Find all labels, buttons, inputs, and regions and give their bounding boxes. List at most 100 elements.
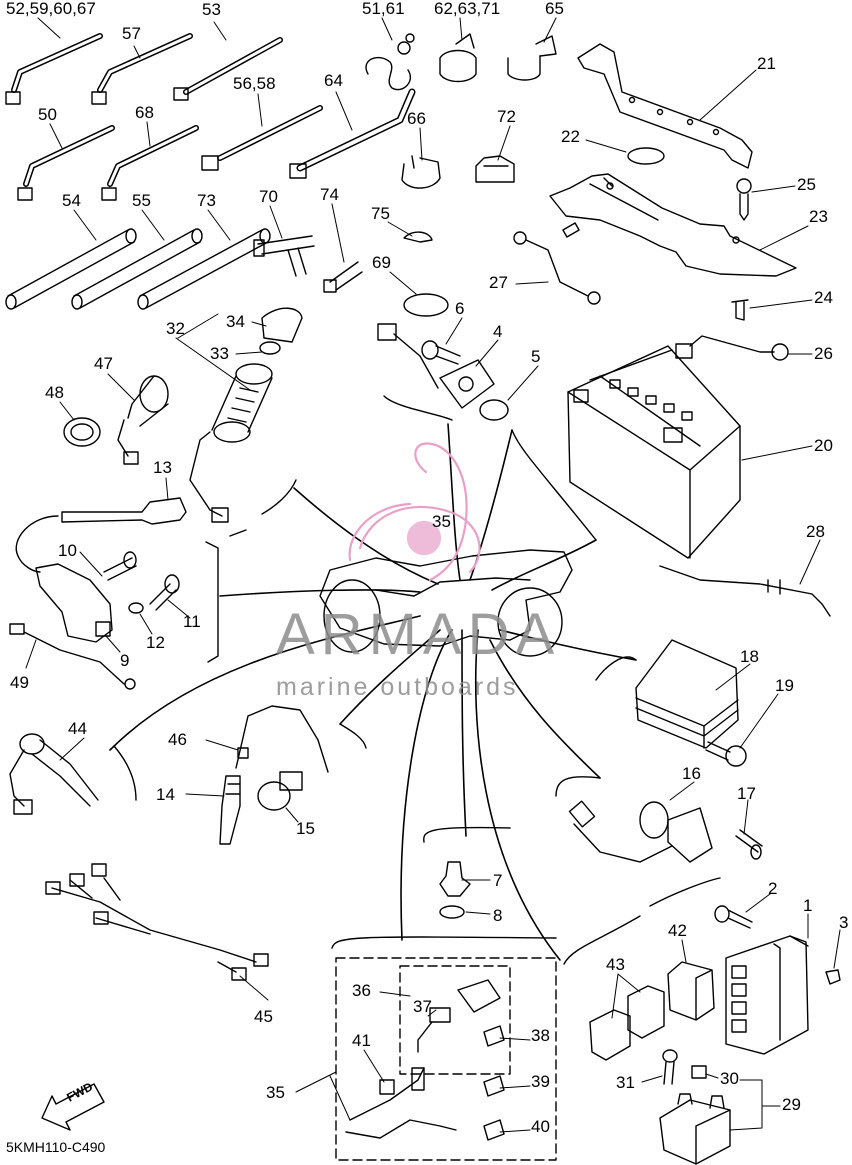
cable-tie-56 [201, 105, 323, 171]
harness-35 [345, 1067, 457, 1139]
part-label-26: 26 [814, 344, 833, 363]
part-label-6: 6 [455, 299, 465, 318]
t-joint-70 [253, 235, 315, 277]
part-label-17: 17 [737, 784, 756, 803]
lead-27 [513, 222, 601, 305]
part-label-11: 11 [183, 612, 201, 631]
part-label-48: 48 [45, 383, 64, 402]
part-label-40: 40 [531, 1117, 550, 1136]
clamp-51 [365, 33, 415, 91]
bolt-31 [662, 1049, 678, 1085]
part-label-9: 9 [120, 651, 130, 670]
part-label-1: 1 [803, 896, 813, 915]
cable-tie-52 [5, 33, 103, 105]
ring-33 [259, 341, 281, 355]
part-label-50: 50 [38, 105, 57, 124]
tube-55 [71, 228, 203, 310]
part-label-32: 32 [166, 319, 185, 338]
part-label-15: 15 [296, 819, 315, 838]
clamp-72 [475, 155, 515, 183]
part-label-16: 16 [682, 764, 701, 783]
part-label-21: 21 [757, 54, 776, 73]
joint-74 [323, 261, 363, 293]
part-label-35a: 35 [432, 512, 451, 531]
part-label-51-61: 51,61 [362, 0, 405, 18]
part-label-62-63-71: 62,63,71 [434, 0, 501, 18]
cable-tie-57 [91, 33, 193, 105]
switch-47 [117, 375, 169, 465]
cap-34 [261, 307, 303, 343]
cdi-unit-1 [725, 935, 809, 1055]
bracket-21 [577, 43, 753, 169]
o-ring-69 [403, 293, 449, 317]
clamp-66 [401, 155, 441, 189]
part-label-7: 7 [493, 871, 503, 890]
part-label-43: 43 [606, 955, 625, 974]
part-label-19: 19 [775, 676, 794, 695]
tube-54 [5, 228, 137, 310]
part-label-38: 38 [531, 1026, 550, 1045]
part-label-55: 55 [132, 191, 151, 210]
clamp-65 [507, 35, 557, 81]
coil-9 [35, 563, 113, 643]
cable-tie-64 [289, 88, 416, 179]
relay-43 [589, 985, 665, 1061]
relay-42 [667, 961, 715, 1021]
harness-45 [45, 863, 269, 981]
part-label-18: 18 [740, 647, 759, 666]
part-label-5: 5 [531, 347, 541, 366]
nut-3 [825, 969, 841, 985]
part-label-28: 28 [806, 522, 825, 541]
cable-tie-68 [101, 125, 199, 201]
diagram-code: 5KMH110-C490 [6, 1139, 106, 1155]
part-label-72: 72 [497, 107, 516, 126]
part-label-13: 13 [153, 458, 172, 477]
part-label-30: 30 [720, 1069, 739, 1088]
part-label-22: 22 [561, 127, 580, 146]
regulator-18 [635, 639, 739, 749]
screw-25 [736, 178, 752, 221]
part-label-42: 42 [668, 921, 687, 940]
part-label-33: 33 [210, 344, 229, 363]
cable-tie-50 [17, 125, 115, 201]
part-label-12: 12 [146, 633, 165, 652]
bolt-6 [421, 340, 461, 365]
part-label-54: 54 [62, 191, 81, 210]
switch-32 [189, 363, 273, 523]
part-label-3: 3 [839, 913, 849, 932]
vehicle-outline [319, 549, 573, 657]
battery-20 [567, 345, 741, 559]
clip-24 [731, 299, 749, 321]
part-label-49: 49 [10, 673, 29, 692]
sensor-15 [257, 771, 303, 811]
part-label-24: 24 [814, 288, 833, 307]
grommet-22 [627, 147, 665, 165]
part-label-73: 73 [197, 191, 216, 210]
part-label-39: 39 [531, 1072, 550, 1091]
tube-73 [137, 228, 271, 310]
part-label-4: 4 [493, 322, 503, 341]
lead-26 [675, 335, 789, 361]
part-label-37: 37 [413, 997, 432, 1016]
starter-relay-29 [659, 1093, 731, 1165]
part-label-14: 14 [156, 785, 175, 804]
part-label-75: 75 [371, 204, 390, 223]
part-label-31: 31 [616, 1073, 635, 1092]
leader-lines [25, 17, 841, 1133]
clip-75 [403, 231, 433, 243]
part-label-29: 29 [782, 1095, 801, 1114]
watermark-logo [348, 442, 481, 582]
battery-cover-23 [549, 173, 797, 277]
washer-8 [439, 905, 465, 919]
part-label-56-58: 56,58 [233, 74, 276, 93]
part-label-34: 34 [226, 312, 245, 331]
screw-2 [714, 905, 753, 929]
switch-7 [439, 861, 471, 897]
part-label-35b: 35 [266, 1083, 285, 1102]
lead-28 [659, 565, 831, 617]
part-label-10: 10 [58, 541, 77, 560]
part-label-64: 64 [324, 71, 343, 90]
part-label-27: 27 [489, 273, 508, 292]
